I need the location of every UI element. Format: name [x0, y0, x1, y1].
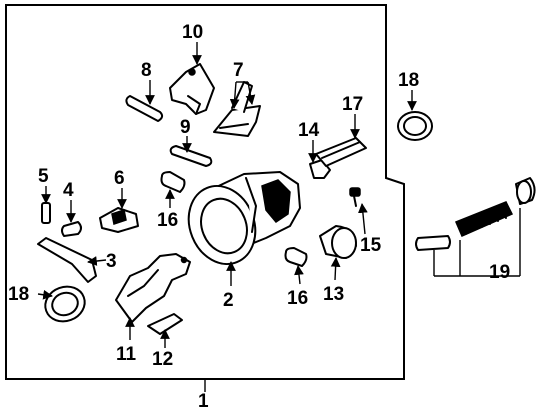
callout-6: 6: [114, 168, 125, 189]
callout-10: 10: [182, 22, 203, 43]
part-16-bushing-lower: [284, 247, 308, 267]
part-4-plug: [61, 221, 82, 237]
callout-19: 19: [489, 262, 510, 283]
part-11-cover: [115, 253, 191, 323]
callout-11: 11: [116, 344, 137, 365]
callout-18-left: 18: [8, 284, 29, 305]
callout-16-upper: 16: [157, 210, 178, 231]
callout-16-lower: 16: [287, 288, 308, 309]
part-17-rail: [315, 137, 367, 167]
part-3-tab: [37, 237, 97, 283]
part-12-clip: [147, 313, 183, 335]
callout-2: 2: [223, 290, 234, 311]
callout-4: 4: [63, 180, 74, 201]
part-18-ring-right: [397, 111, 433, 141]
part-8-pin: [125, 95, 164, 122]
callout-18-right: 18: [398, 70, 419, 91]
part-13-cylinder: [319, 225, 357, 259]
callout-5: 5: [38, 166, 49, 187]
part-7-lever: [213, 81, 261, 137]
callout-7: 7: [233, 60, 244, 81]
part-9-pin: [169, 145, 213, 167]
callout-13: 13: [323, 284, 344, 305]
part-16-bushing-upper: [160, 171, 186, 193]
leader-lines: [37, 42, 521, 392]
callout-15: 15: [360, 235, 382, 256]
callout-9: 9: [180, 117, 191, 138]
part-19-spring-assembly: [415, 177, 536, 251]
part-15-screw: [349, 187, 361, 207]
callout-12: 12: [152, 349, 173, 370]
callout-1: 1: [198, 391, 209, 409]
callout-8: 8: [141, 60, 152, 81]
part-6-clip: [99, 207, 139, 233]
assembly-frame: [5, 4, 405, 380]
part-5-pin: [41, 202, 51, 224]
callout-14: 14: [298, 120, 320, 141]
part-18-ring-left: [44, 285, 86, 323]
part-10-bracket: [169, 63, 215, 115]
callout-3: 3: [106, 251, 117, 272]
part-2-housing: [187, 171, 301, 265]
callout-17: 17: [342, 94, 363, 115]
